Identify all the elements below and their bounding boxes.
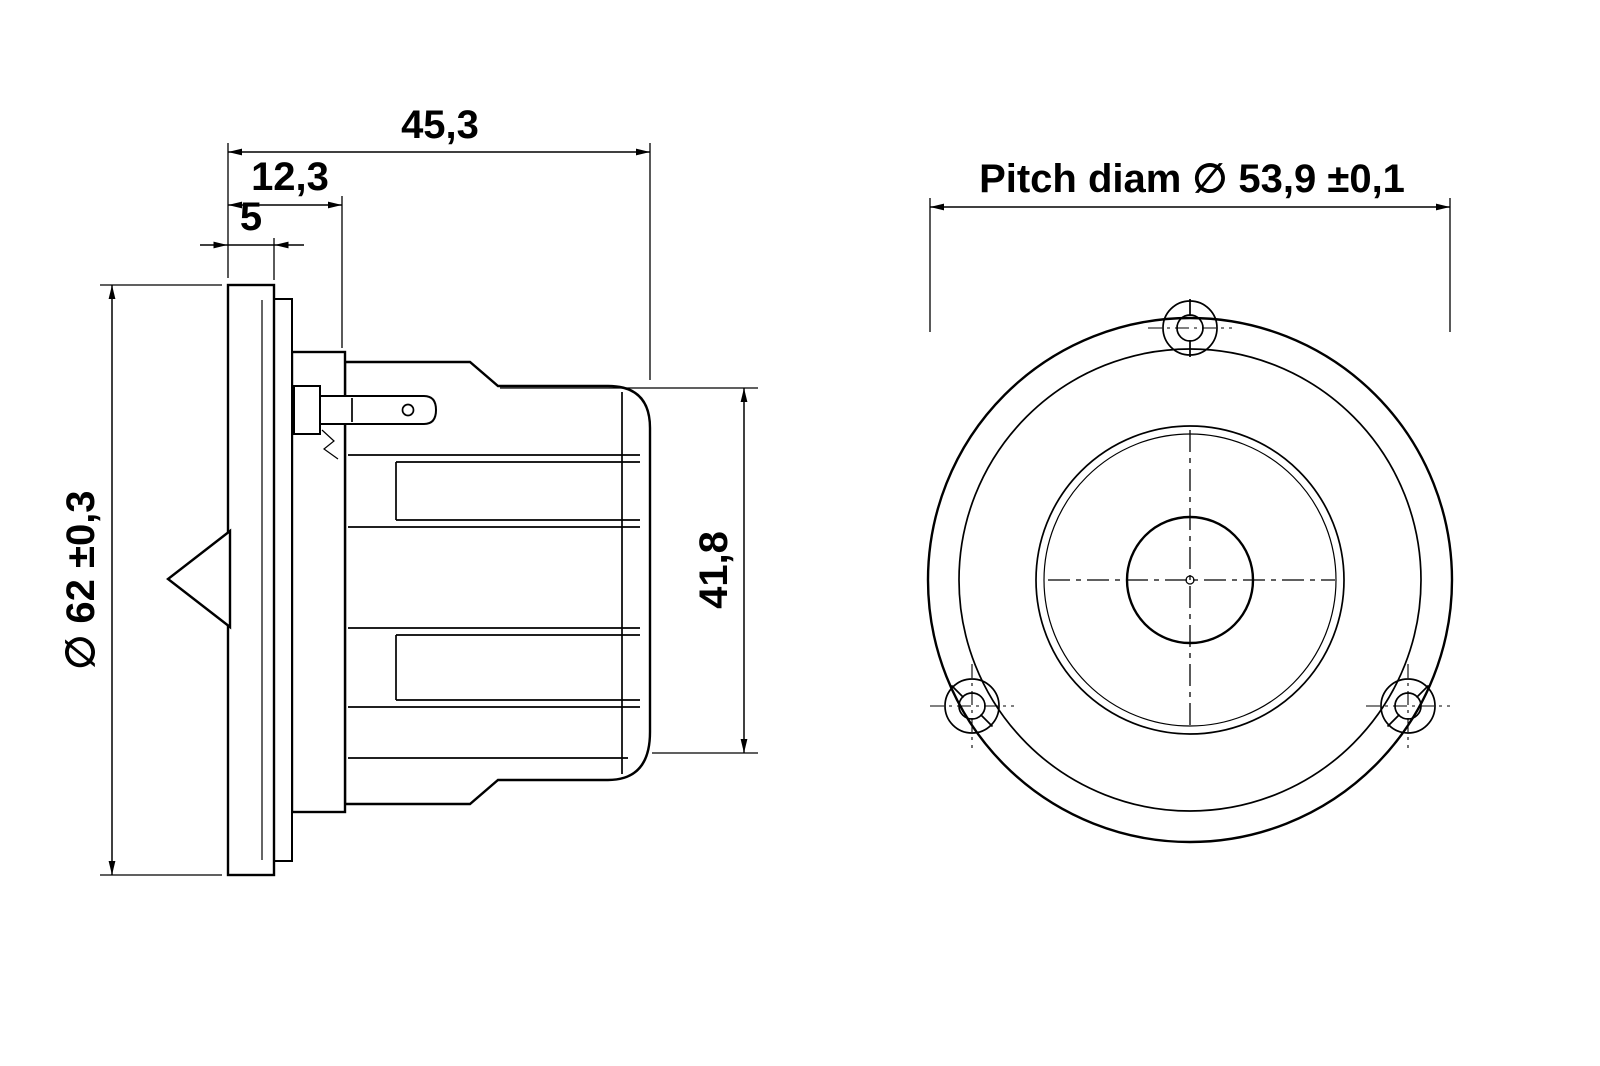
hole-lr-washer	[1380, 678, 1436, 734]
spade-terminal	[319, 395, 438, 425]
hole-lr-slot-lower	[1386, 713, 1401, 728]
lead-wire	[321, 429, 339, 460]
side-view: 45,3 12,3 5 ∅ 62 ±0,3 41,8	[59, 103, 758, 877]
terminal-hole	[401, 403, 415, 417]
dim-faceplate-diameter-label: ∅ 62 ±0,3	[59, 490, 103, 669]
side-view-extension-lines	[100, 143, 758, 876]
dim-rear-body-height-label: 41,8	[692, 531, 736, 609]
faceplate	[226, 283, 276, 877]
mounting-ring	[273, 298, 293, 862]
hole-ll-slot-lower	[979, 713, 994, 728]
mounting-hole-lower-left	[930, 664, 1014, 748]
mounting-hole-lower-right	[1366, 664, 1450, 748]
recess-outer-circle	[1035, 425, 1345, 735]
dim-faceplate-diameter: ∅ 62 ±0,3	[59, 285, 116, 875]
side-view-part	[166, 283, 652, 877]
dim-pitch-diameter-label: Pitch diam ∅ 53,9 ±0,1	[979, 157, 1405, 201]
dim-total-depth: 45,3	[228, 103, 650, 156]
dim-total-depth-label: 45,3	[401, 103, 479, 147]
mounting-hole-top	[1148, 299, 1232, 357]
dim-front-section-label: 12,3	[251, 155, 329, 199]
phase-plug-tip	[166, 528, 232, 630]
hole-ll-washer	[944, 678, 1000, 734]
dim-front-section: 12,3	[228, 155, 342, 209]
dim-rear-body-height: 41,8	[692, 388, 748, 753]
dim-pitch-diameter: Pitch diam ∅ 53,9 ±0,1	[929, 157, 1451, 332]
front-view: Pitch diam ∅ 53,9 ±0,1	[926, 157, 1454, 844]
hole-lr-slot-upper	[1415, 684, 1430, 699]
dim-faceplate-thickness-label: 5	[240, 195, 262, 239]
rear-chamber-outline	[343, 360, 652, 806]
hole-ll-slot-upper	[950, 684, 965, 699]
terminal-base	[293, 385, 321, 435]
dim-faceplate-thickness: 5	[200, 195, 304, 249]
